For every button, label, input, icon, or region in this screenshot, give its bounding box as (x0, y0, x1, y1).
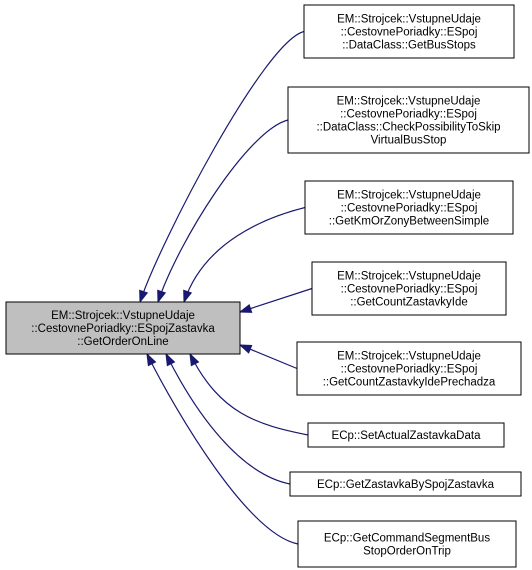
node-box (311, 261, 507, 316)
node-label-line: EM::Strojcek::VstupneUdaje (51, 310, 195, 322)
arrowhead (139, 289, 149, 304)
node-box (289, 471, 522, 497)
node-label-line: ECp::SetActualZastavkaData (332, 430, 482, 442)
node-label-line: ::CestovnePoriadky::ESpoj (341, 284, 478, 296)
arrowhead (146, 352, 157, 367)
caller-node-c7[interactable]: ECp::GetZastavkaBySpojZastavka (289, 471, 522, 497)
call-edge (146, 353, 299, 545)
node-label-line: EM::Strojcek::VstupneUdaje (337, 351, 481, 363)
arrowhead (238, 303, 253, 313)
node-label-line: VirtualBusStop (371, 135, 447, 147)
nodes: EM::Strojcek::VstupneUdaje::CestovnePori… (5, 4, 530, 568)
node-box (5, 301, 241, 355)
node-label-line: ::GetCountZastavkyIde (350, 297, 468, 309)
node-label-line: ::CestovnePoriadky::ESpoj (341, 27, 478, 39)
node-box (304, 180, 514, 235)
node-label-line: StopOrderOnTrip (363, 546, 451, 558)
call-edge (189, 353, 309, 436)
call-edge (183, 206, 306, 303)
node-box (296, 341, 522, 396)
source-node[interactable]: EM::Strojcek::VstupneUdaje::CestovnePori… (5, 301, 241, 355)
node-label-line: EM::Strojcek::VstupneUdaje (337, 190, 481, 202)
caller-node-c5[interactable]: EM::Strojcek::VstupneUdaje::CestovnePori… (296, 341, 522, 396)
arrowhead (157, 289, 167, 304)
node-label-line: ::CestovnePoriadky::ESpoj (341, 364, 478, 376)
arrowhead (165, 352, 176, 367)
call-edge (157, 119, 289, 303)
caller-node-c2[interactable]: EM::Strojcek::VstupneUdaje::CestovnePori… (287, 86, 530, 154)
caller-node-c6[interactable]: ECp::SetActualZastavkaData (307, 422, 505, 448)
node-label-line: ::CestovnePoriadky::ESpoj (340, 109, 477, 121)
node-label-line: ::CestovnePoriadky::ESpojZastavka (31, 323, 215, 335)
node-label-line: ECp::GetZastavkaBySpojZastavka (317, 479, 495, 491)
arrowhead (238, 344, 253, 354)
node-box (287, 86, 530, 154)
call-edge (139, 30, 305, 303)
node-label-line: ::DataClass::CheckPossibilityToSkip (316, 122, 500, 134)
node-label-line: ::GetCountZastavkyIdePrechadza (323, 377, 496, 389)
arrowhead (183, 289, 193, 304)
node-label-line: ::DataClass::GetBusStops (342, 40, 476, 52)
edges (139, 30, 313, 545)
node-label-line: EM::Strojcek::VstupneUdaje (337, 271, 481, 283)
node-box (297, 520, 517, 568)
caller-node-c3[interactable]: EM::Strojcek::VstupneUdaje::CestovnePori… (304, 180, 514, 235)
node-label-line: EM::Strojcek::VstupneUdaje (337, 96, 481, 108)
node-label-line: EM::Strojcek::VstupneUdaje (337, 14, 481, 26)
caller-node-c4[interactable]: EM::Strojcek::VstupneUdaje::CestovnePori… (311, 261, 507, 316)
call-edge (239, 287, 313, 313)
arrowhead (189, 352, 200, 367)
call-edge (165, 353, 291, 485)
node-box (303, 4, 515, 59)
node-label-line: ::CestovnePoriadky::ESpoj (341, 203, 478, 215)
node-label-line: ECp::GetCommandSegmentBus (324, 533, 490, 545)
node-box (307, 422, 505, 448)
caller-node-c1[interactable]: EM::Strojcek::VstupneUdaje::CestovnePori… (303, 4, 515, 59)
node-label-line: ::GetKmOrZonyBetweenSimple (329, 216, 489, 228)
node-label-line: ::GetOrderOnLine (77, 336, 168, 348)
